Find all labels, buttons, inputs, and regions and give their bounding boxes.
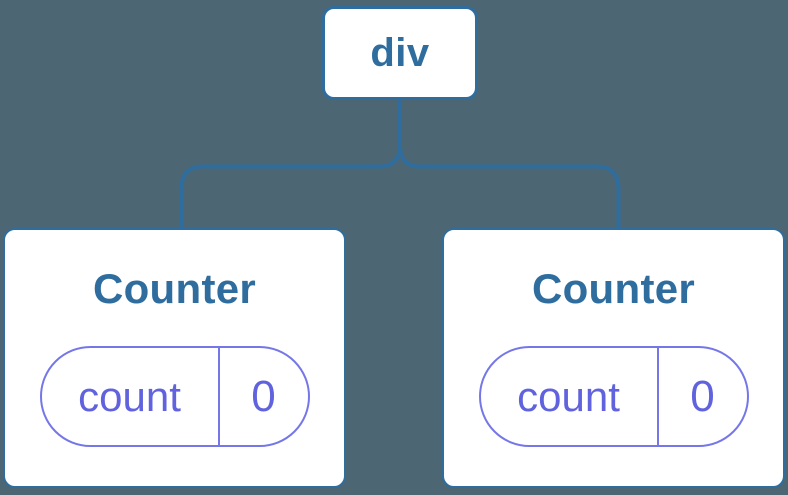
state-name-cell: count	[481, 348, 659, 445]
component-title: Counter	[531, 265, 696, 312]
state-value-cell: 0	[220, 348, 308, 445]
component-title: Counter	[92, 265, 257, 312]
counter-node-right: Counter count 0	[442, 228, 785, 488]
state-pill: count 0	[39, 346, 310, 447]
state-value-cell: 0	[659, 348, 747, 445]
state-name: count	[517, 372, 620, 420]
state-value: 0	[690, 371, 715, 421]
root-node: div	[322, 6, 478, 100]
state-name: count	[78, 372, 181, 420]
state-value: 0	[251, 371, 276, 421]
root-node-label: div	[370, 30, 430, 75]
counter-node-left: Counter count 0	[3, 228, 346, 488]
state-pill: count 0	[478, 346, 749, 447]
state-name-cell: count	[42, 348, 220, 445]
